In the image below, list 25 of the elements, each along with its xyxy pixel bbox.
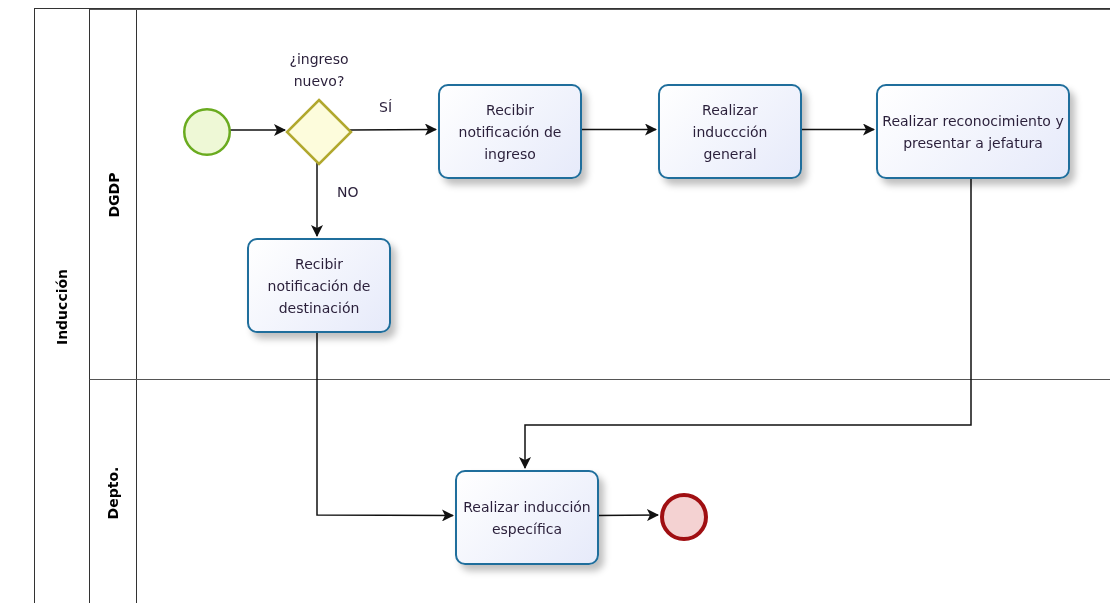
task-label: Recibir notificación de destinación [266, 254, 372, 318]
lane-label: Depto. [105, 466, 122, 519]
lane-label: DGDP [105, 172, 122, 218]
arrow [519, 176, 972, 469]
arrow [316, 330, 454, 522]
task-label: Recibir notificación de ingreso [457, 100, 563, 164]
swimlane [89, 9, 1110, 379]
arrow [228, 124, 286, 136]
arrow [596, 509, 659, 522]
arrow [799, 123, 875, 136]
task-label: Realizar inducción específica [462, 497, 592, 539]
pool-label: Inducción [54, 268, 71, 345]
arrow [348, 123, 437, 136]
pool [34, 8, 1110, 603]
task-label: Realizar induccción general [691, 100, 769, 164]
task-box [876, 84, 1070, 179]
task-box [247, 238, 391, 333]
task-box [455, 470, 599, 565]
task-box [658, 84, 802, 179]
swimlane [89, 379, 1110, 603]
task-box [438, 84, 582, 179]
arrow [311, 161, 323, 237]
arrow [579, 123, 657, 136]
task-label: Realizar reconocimiento y presentar a jefatura [881, 111, 1065, 153]
decision-label: ¿ingreso nuevo? [288, 50, 350, 91]
